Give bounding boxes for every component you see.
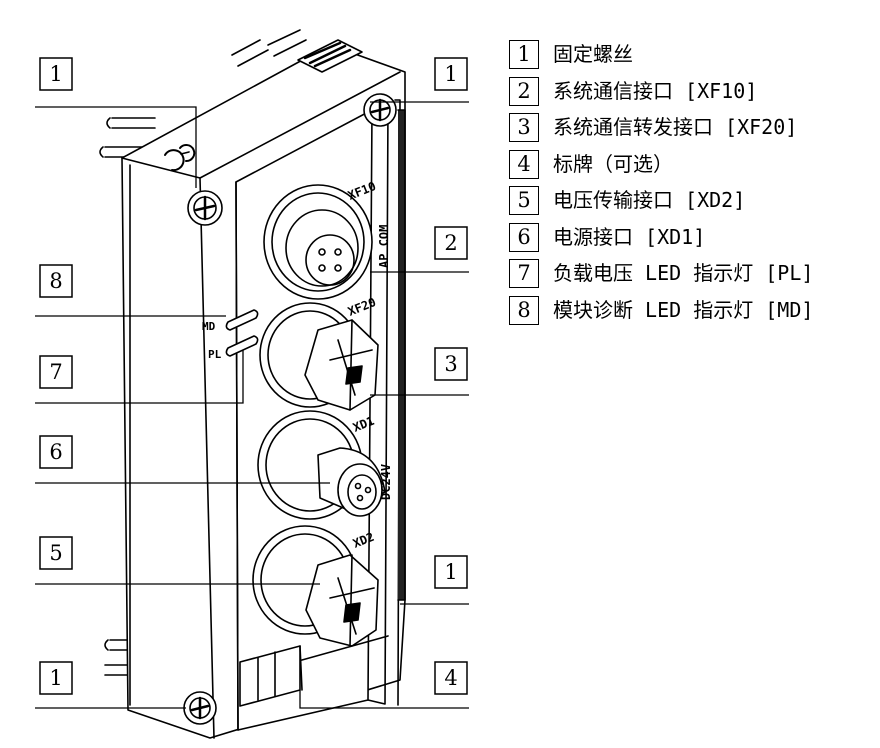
- legend-item: 1 固定螺丝: [509, 40, 874, 77]
- callout-5: 5: [49, 541, 62, 565]
- screw-icon: [183, 691, 217, 725]
- callout-4: 4: [444, 666, 457, 690]
- legend-number: 8: [509, 295, 539, 325]
- legend-label: 固定螺丝: [553, 42, 633, 66]
- legend-number: 3: [509, 113, 539, 142]
- legend-number: 6: [509, 222, 539, 252]
- md-led: [225, 309, 259, 331]
- legend-number: 2: [509, 76, 539, 106]
- legend-label: 电压传输接口 [XD2]: [553, 188, 746, 212]
- xd1-connector: [257, 410, 386, 520]
- legend-number: 4: [509, 149, 539, 179]
- screw-icon: [363, 93, 397, 127]
- callout-6: 6: [49, 440, 62, 464]
- callout-2: 2: [444, 231, 457, 255]
- legend-number: 5: [509, 186, 539, 215]
- xd2-connector: [252, 525, 379, 647]
- legend-item: 8 模块诊断 LED 指示灯 [MD]: [509, 295, 874, 333]
- legend: 1 固定螺丝 2 系统通信接口 [XF10] 3 系统通信转发接口 [XF20]…: [509, 40, 874, 332]
- xf20-connector: [259, 302, 379, 411]
- md-label: MD: [202, 320, 216, 333]
- legend-label: 电源接口 [XD1]: [553, 224, 706, 249]
- callout-8: 8: [49, 269, 62, 293]
- callout-7: 7: [49, 360, 62, 384]
- legend-item: 2 系统通信接口 [XF10]: [509, 76, 874, 114]
- legend-label: 模块诊断 LED 指示灯 [MD]: [553, 297, 814, 322]
- pl-label: PL: [208, 348, 222, 361]
- legend-number: 7: [509, 259, 539, 288]
- callout-1: 1: [49, 62, 62, 86]
- dc24v-label: DC24V: [379, 464, 393, 500]
- legend-label: 系统通信接口 [XF10]: [553, 78, 758, 103]
- legend-item: 5 电压传输接口 [XD2]: [509, 186, 874, 223]
- legend-label: 系统通信转发接口 [XF20]: [553, 115, 798, 139]
- name-plate: [239, 635, 389, 707]
- callout-3: 3: [444, 352, 457, 376]
- legend-number: 1: [509, 40, 539, 69]
- pl-led: [225, 335, 259, 357]
- legend-label: 负载电压 LED 指示灯 [PL]: [553, 261, 814, 285]
- legend-item: 3 系统通信转发接口 [XF20]: [509, 113, 874, 150]
- ap-com-label: AP COM: [377, 225, 391, 268]
- callout-1: 1: [444, 62, 457, 86]
- legend-label: 标牌（可选）: [553, 151, 673, 176]
- xf10-connector: [263, 184, 373, 300]
- screw-icon: [187, 190, 223, 226]
- legend-item: 4 标牌（可选）: [509, 149, 874, 187]
- legend-item: 6 电源接口 [XD1]: [509, 222, 874, 260]
- legend-item: 7 负载电压 LED 指示灯 [PL]: [509, 259, 874, 296]
- callout-1: 1: [444, 560, 457, 584]
- leader-lines: [35, 101, 469, 709]
- callout-1: 1: [49, 666, 62, 690]
